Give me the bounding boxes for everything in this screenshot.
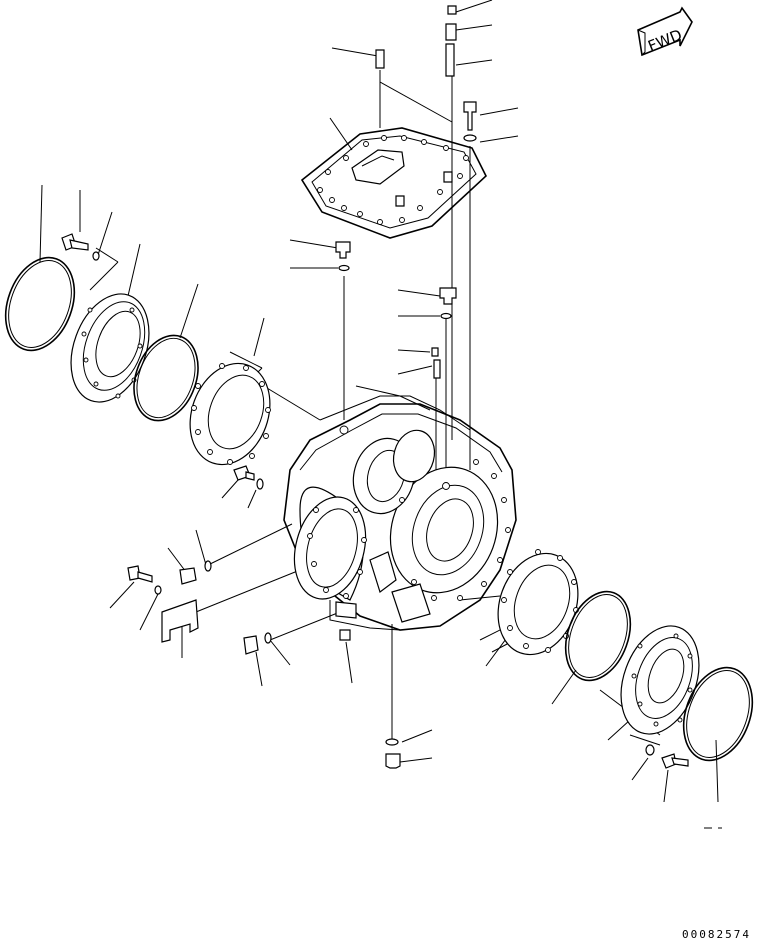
right-o-ring-inner (564, 590, 632, 682)
document-number: 00082574 (682, 928, 751, 941)
leader-lines (39, 0, 722, 829)
left-bearing-ring (189, 362, 271, 466)
lower-left-parts (127, 465, 351, 655)
right-bearing-ring (497, 549, 579, 656)
main-transmission-housing (283, 385, 517, 631)
top-cover-plate (300, 127, 487, 239)
fwd-arrow-icon: FWD (637, 6, 693, 57)
top-pin-parts (375, 5, 477, 142)
left-bolt-parts (61, 233, 457, 379)
fwd-label: FWD (645, 26, 684, 56)
left-o-ring (4, 256, 76, 352)
right-cover-plate (620, 625, 700, 735)
middle-o-ring (133, 334, 199, 422)
right-o-ring-outer (682, 666, 754, 762)
lower-right-bolts (385, 738, 689, 769)
